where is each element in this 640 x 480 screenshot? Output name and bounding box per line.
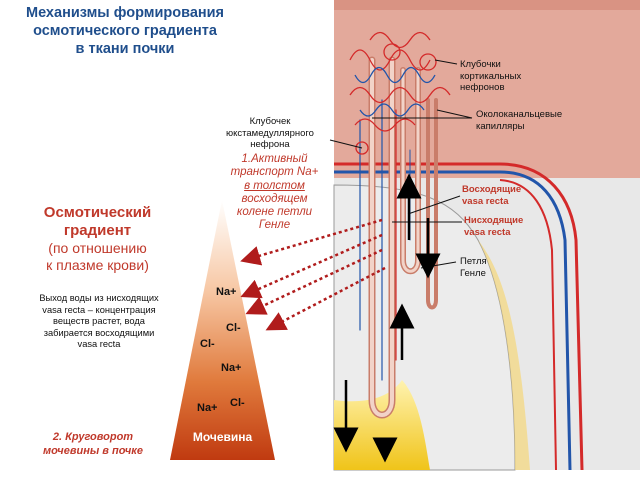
label-line: колене петли xyxy=(236,206,313,219)
gradient-subtitle-line: (по отношению xyxy=(48,240,147,256)
water-note: Выход воды из нисходящих vasa recta – ко… xyxy=(14,293,184,351)
kidney-panel xyxy=(333,0,640,471)
label-juxtamedullary-glomerulus: Клубочек юкстамедуллярного нефрона xyxy=(215,116,325,151)
flow-arrows xyxy=(333,173,441,463)
label-henle-loop: Петля Генле xyxy=(460,256,487,279)
ion-label: Cl- xyxy=(200,338,215,350)
label-cortical-glomeruli: Клубочки кортикальных нефронов xyxy=(460,59,521,94)
title-line: Механизмы формирования xyxy=(25,5,225,21)
label-line: юкстамедуллярного xyxy=(226,127,314,139)
ion-label: Cl- xyxy=(230,397,245,409)
label-line: Петля xyxy=(460,256,487,267)
label-line: нефрона xyxy=(250,139,290,150)
label-line: в толстом xyxy=(244,179,305,192)
label-line: Околоканальцевые xyxy=(476,109,563,120)
artery-red-inner xyxy=(499,179,557,471)
title-line: в ткани почки xyxy=(75,41,175,57)
label-ascending-vasa-recta: Восходящие vasa recta xyxy=(462,184,521,207)
urea-cycle-caption: 2. Круговорот мочевины в почке xyxy=(18,430,168,458)
gradient-title-line: градиент xyxy=(63,222,132,239)
urea-cycle-line: 2. Круговорот xyxy=(52,431,134,443)
gradient-subtitle-line: к плазме крови) xyxy=(46,257,149,273)
label-active-transport: 1.Активный транспорт Na+ в толстом восхо… xyxy=(222,153,327,233)
vein-blue xyxy=(334,170,572,471)
ion-label: Cl- xyxy=(226,322,241,334)
label-line: vasa recta xyxy=(464,226,511,238)
label-line: vasa recta xyxy=(462,195,509,207)
label-line: кортикальных xyxy=(460,70,522,82)
water-note-line: vasa recta – концентрация xyxy=(42,304,156,315)
label-line: 1.Активный xyxy=(241,153,308,165)
label-line: Восходящие xyxy=(462,184,522,195)
urea-cycle-line: мочевины в почке xyxy=(43,445,143,457)
label-line: Клубочки xyxy=(460,59,501,70)
water-note-line: vasa recta xyxy=(77,339,121,349)
title-line: осмотического градиента xyxy=(33,23,217,39)
artery-red xyxy=(334,162,584,471)
gradient-subtitle: (по отношению к плазме крови) xyxy=(20,240,175,274)
transport-arrows xyxy=(240,218,386,331)
ion-label: Na+ xyxy=(216,286,237,298)
label-line: транспорт Na+ xyxy=(230,166,319,179)
label-line: Клубочек xyxy=(249,116,291,127)
water-note-line: Выход воды из нисходящих xyxy=(39,293,159,303)
ion-label: Na+ xyxy=(197,402,218,414)
vessels xyxy=(334,162,584,471)
label-line: капилляры xyxy=(476,120,525,132)
ion-label: Na+ xyxy=(221,362,242,374)
osmotic-gradient-triangle xyxy=(170,200,275,460)
label-line: Генле xyxy=(460,267,486,279)
gradient-title: Осмотический градиент xyxy=(20,204,175,240)
page-title: Механизмы формирования осмотического гра… xyxy=(0,4,250,58)
water-note-line: веществ растет, вода xyxy=(53,316,145,326)
urea-label: Мочевина xyxy=(192,430,253,444)
gradient-title-line: Осмотический xyxy=(43,204,152,221)
label-peritubular-capillaries: Околоканальцевые капилляры xyxy=(476,109,562,132)
label-line: Нисходящие xyxy=(464,215,524,226)
label-line: Генле xyxy=(258,219,291,232)
pelvis-right xyxy=(478,240,530,470)
water-note-line: забирается восходящими xyxy=(43,327,155,338)
label-descending-vasa-recta: Нисходящие vasa recta xyxy=(464,215,523,238)
capillary-tangle xyxy=(349,31,451,155)
label-line: нефронов xyxy=(460,82,505,93)
label-line: восходящем xyxy=(241,192,308,205)
